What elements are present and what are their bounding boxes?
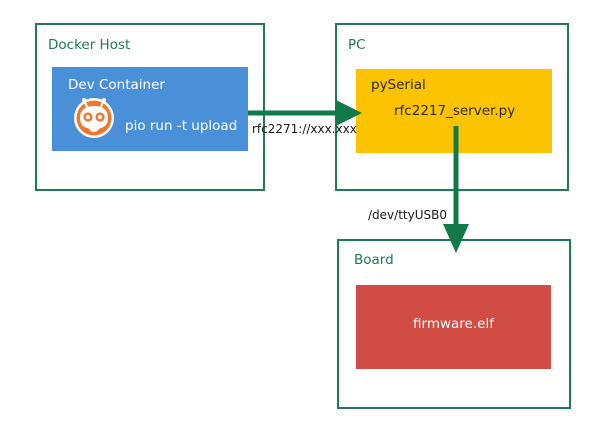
dev-container-block: Dev Container pio run -t upload bbox=[52, 67, 248, 151]
board-title: Board bbox=[354, 252, 394, 268]
docker-host-title: Docker Host bbox=[48, 37, 130, 53]
upload-command: pio run -t upload bbox=[125, 118, 237, 134]
docker-host-box: Docker Host bbox=[35, 23, 265, 191]
serial-connection-label: /dev/ttyUSB0 bbox=[368, 208, 447, 222]
rfc2217-server-label: rfc2217_server.py bbox=[394, 103, 515, 119]
firmware-block: firmware.elf bbox=[356, 285, 551, 369]
network-connection-label: rfc2271://xxx.xxx bbox=[252, 122, 357, 136]
pyserial-label: pySerial bbox=[371, 77, 426, 93]
platformio-ant-icon bbox=[74, 98, 114, 138]
serial-arrow bbox=[443, 126, 469, 253]
network-arrow bbox=[248, 100, 362, 126]
pc-title: PC bbox=[348, 37, 366, 53]
dev-container-title: Dev Container bbox=[68, 77, 165, 93]
firmware-label: firmware.elf bbox=[413, 316, 495, 332]
